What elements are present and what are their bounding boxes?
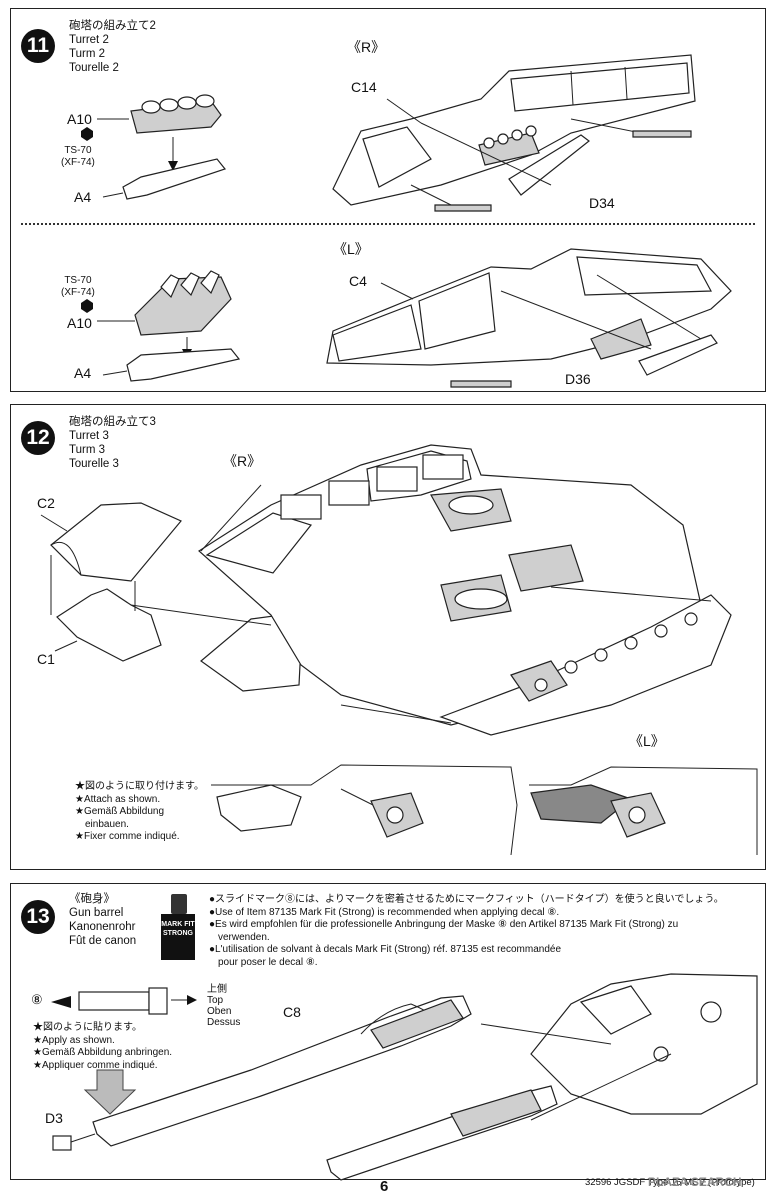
step-11-panel: 11 砲塔の組み立て2 Turret 2 Turm 2 Tourelle 2 A… xyxy=(10,8,766,392)
step-title: 砲塔の組み立て2 Turret 2 Turm 2 Tourelle 2 xyxy=(69,19,156,75)
title-fr: Tourelle 2 xyxy=(69,62,119,74)
part-label-c1: C1 xyxy=(37,651,55,667)
part-label-a10: A10 xyxy=(67,111,92,127)
watermark: PLAZA SEARCH xyxy=(648,1175,742,1189)
thermal-sleeve xyxy=(370,999,464,1049)
turret-corner xyxy=(530,973,758,1115)
part-label-a10-lower: A10 xyxy=(67,315,92,331)
paint-code: TS-70(XF-74) xyxy=(61,145,95,168)
step-13-panel: 13 《砲身》 Gun barrel Kanonenrohr Fût de ca… xyxy=(10,883,766,1181)
title-jp: 砲塔の組み立て2 xyxy=(69,20,156,32)
a4-part xyxy=(122,158,227,200)
title-fr: Fût de canon xyxy=(69,935,137,947)
turret-side-r-12 xyxy=(205,512,313,574)
part-label-c4: C4 xyxy=(349,273,367,289)
d36-part xyxy=(638,334,718,376)
title-jp: 《砲身》 xyxy=(69,893,115,905)
side-label-l: 《L》 xyxy=(629,733,665,749)
page-number: 6 xyxy=(380,1178,389,1195)
mark-fit-info: ●スライドマーク⑧には、よりマークを密着させるためにマークフィット（ハードタイプ… xyxy=(209,894,724,968)
top-direction-label: 上側 Top Oben Dessus xyxy=(207,984,241,1028)
part-label-c2: C2 xyxy=(37,495,55,511)
a4-part-lower xyxy=(126,348,241,382)
d34-part xyxy=(508,134,590,196)
paint-hex-icon xyxy=(81,127,93,141)
title-jp: 砲塔の組み立て3 xyxy=(69,416,156,428)
title-en: Turret 3 xyxy=(69,430,109,442)
title-fr: Tourelle 3 xyxy=(69,458,119,470)
footer-code: 32596 JGSDF Type 16 MCV (Prototype) xyxy=(585,1177,755,1188)
step-12-notes: ★図のように取り付けます。 ★Attach as shown. ★Gemäß A… xyxy=(75,781,204,842)
title-de: Kanonenrohr xyxy=(69,921,136,933)
title-de: Turm 3 xyxy=(69,444,105,456)
c1-part xyxy=(56,588,162,662)
step-13-drawing xyxy=(51,973,758,1181)
step-11-lower-drawing xyxy=(81,248,732,388)
title-de: Turm 2 xyxy=(69,48,105,60)
side-label-l: 《L》 xyxy=(333,241,369,257)
step-number: 12 xyxy=(21,421,55,455)
d3-part xyxy=(52,1135,72,1151)
part-label-a4-lower: A4 xyxy=(74,365,92,381)
c2-part xyxy=(50,502,182,582)
side-label-r: 《R》 xyxy=(223,453,262,469)
part-label-d3: D3 xyxy=(45,1110,63,1126)
step-13-notes: ★図のように貼ります。 ★Apply as shown. ★Gemäß Abbi… xyxy=(33,1022,173,1071)
mark-fit-bottle-icon: MARK FIT STRONG xyxy=(161,894,197,962)
step-title: 《砲身》 Gun barrel Kanonenrohr Fût de canon xyxy=(69,892,136,948)
decal-number: ⑧ xyxy=(31,992,43,1007)
down-arrow-icon xyxy=(83,1069,137,1115)
step-title: 砲塔の組み立て3 Turret 3 Turm 3 Tourelle 3 xyxy=(69,415,156,471)
step-12-panel: 12 砲塔の組み立て3 Turret 3 Turm 3 Tourelle 3 C… xyxy=(10,404,766,870)
step-12-drawing xyxy=(40,444,758,856)
muzzle-brake xyxy=(78,991,150,1011)
part-label-a4: A4 xyxy=(74,189,92,205)
part-label-d34: D34 xyxy=(589,195,615,211)
decal-arrow-icon xyxy=(51,996,71,1008)
step-11-upper-drawing xyxy=(81,54,696,212)
d36-part-area xyxy=(590,318,652,360)
dotted-divider xyxy=(21,223,755,225)
part-label-d36: D36 xyxy=(565,371,591,387)
title-en: Gun barrel xyxy=(69,907,124,919)
title-en: Turret 2 xyxy=(69,34,109,46)
paint-code-lower: TS-70(XF-74) xyxy=(61,275,95,298)
step-number: 13 xyxy=(21,900,55,934)
step-number: 11 xyxy=(21,29,55,63)
part-label-c14: C14 xyxy=(351,79,377,95)
paint-hex-icon-lower xyxy=(81,299,93,313)
side-label-r: 《R》 xyxy=(347,39,386,55)
part-label-c8: C8 xyxy=(283,1004,301,1020)
